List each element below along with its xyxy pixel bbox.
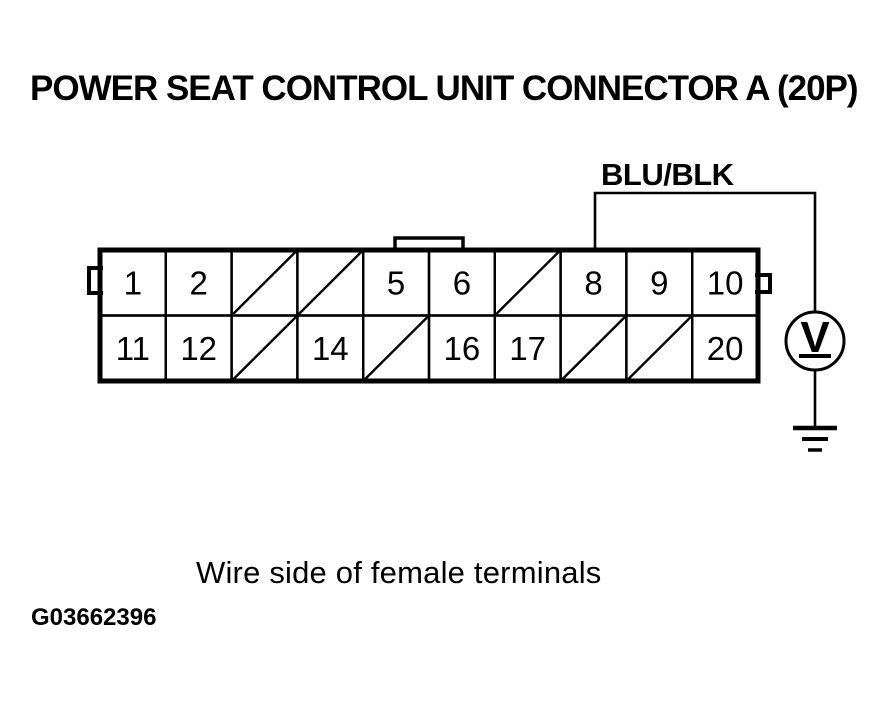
blank-cell-slash xyxy=(232,316,297,381)
pin-number-9: 9 xyxy=(650,264,668,301)
connector-outline xyxy=(97,247,761,384)
pin-number-20: 20 xyxy=(707,330,744,367)
blu-blk-wire xyxy=(593,191,817,313)
voltmeter-glyph: V xyxy=(800,313,830,362)
pin-number-8: 8 xyxy=(584,264,602,301)
blank-cell-slash xyxy=(561,316,626,381)
pin-number-12: 12 xyxy=(180,330,217,367)
pin-number-5: 5 xyxy=(387,264,405,301)
pin-number-11: 11 xyxy=(116,330,150,367)
diagram-title: POWER SEAT CONTROL UNIT CONNECTOR A (20P… xyxy=(30,69,859,108)
blank-cell-slash xyxy=(495,250,560,315)
blank-cell-slash xyxy=(627,316,692,381)
pin-number-16: 16 xyxy=(444,330,481,367)
pin-number-10: 10 xyxy=(707,264,744,301)
pin-number-17: 17 xyxy=(509,330,546,367)
wire-color-label: BLU/BLK xyxy=(601,157,734,192)
blank-cell-slash xyxy=(298,250,363,315)
figure-id: G03662396 xyxy=(31,604,157,631)
blank-cell-slash xyxy=(232,250,297,315)
voltmeter-symbol: V xyxy=(784,310,846,372)
blank-cell-slash xyxy=(363,316,429,381)
caption-wire-side: Wire side of female terminals xyxy=(196,555,602,590)
pin-number-14: 14 xyxy=(312,330,349,367)
pin-number-1: 1 xyxy=(124,264,142,301)
pin-number-2: 2 xyxy=(190,264,208,301)
pin-number-6: 6 xyxy=(453,264,471,301)
ground-symbol xyxy=(793,370,837,452)
